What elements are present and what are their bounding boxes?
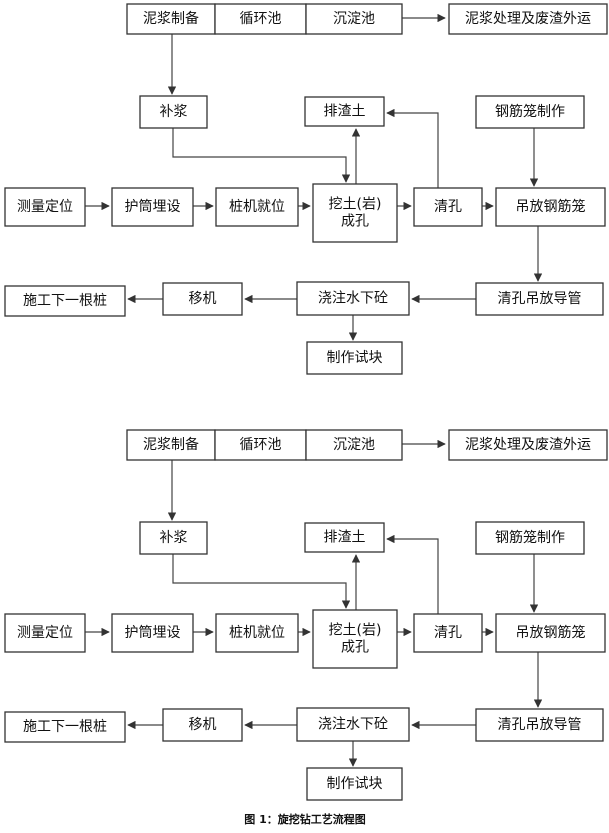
edge-cleaning-to-muck bbox=[386, 108, 439, 188]
hole-cleaning-box bbox=[413, 187, 483, 227]
rig-move-box bbox=[162, 282, 243, 316]
next-pile-label-copy: 施工下一根桩 bbox=[23, 718, 107, 735]
rig-move-label-copy: 移机 bbox=[189, 717, 217, 733]
settling-pool-label: 沉淀池 bbox=[333, 11, 375, 27]
hole-cleaning-label: 清孔 bbox=[434, 199, 462, 215]
mud-supplement-box-copy bbox=[139, 521, 208, 555]
cage-making-box bbox=[475, 95, 585, 129]
hole-cleaning-box-copy bbox=[413, 613, 483, 653]
survey-box bbox=[4, 187, 86, 227]
mud-disposal-box-copy bbox=[448, 429, 608, 461]
rig-position-label: 桩机就位 bbox=[229, 198, 285, 215]
mud-prep-label-copy: 泥浆制备 bbox=[143, 436, 199, 453]
cage-lifting-box-copy bbox=[495, 613, 606, 653]
rig-position-box bbox=[215, 187, 299, 227]
next-pile-box bbox=[4, 285, 126, 317]
drilling-box bbox=[312, 183, 398, 243]
muck-discharge-label: 排渣土 bbox=[324, 104, 366, 120]
drilling-label: 成孔 bbox=[341, 214, 369, 230]
concrete-pour-label-copy: 浇注水下砼 bbox=[318, 717, 388, 733]
casing-label: 护筒埋设 bbox=[125, 198, 181, 215]
drilling-label-copy: 挖土(岩) bbox=[329, 623, 382, 639]
settling-pool-label-copy: 沉淀池 bbox=[333, 437, 375, 453]
circulation-pool-label: 循环池 bbox=[240, 11, 282, 27]
rig-move-box-copy bbox=[162, 708, 243, 742]
concrete-pour-label: 浇注水下砼 bbox=[318, 291, 388, 307]
test-block-box bbox=[306, 341, 403, 375]
edge-cleaning-to-muck-copy bbox=[386, 534, 439, 614]
mud-supplement-label: 补浆 bbox=[160, 104, 188, 120]
mud-disposal-box bbox=[448, 3, 608, 35]
clean-conduit-label: 清孔吊放导管 bbox=[498, 291, 582, 307]
survey-box-copy bbox=[4, 613, 86, 653]
mud-disposal-label: 泥浆处理及废渣外运 bbox=[465, 11, 591, 27]
edge-supplement-to-drilling-copy bbox=[172, 554, 351, 609]
cage-making-box-copy bbox=[475, 521, 585, 555]
edge-supplement-to-drilling bbox=[172, 128, 351, 183]
next-pile-box-copy bbox=[4, 711, 126, 743]
mud-prep-label: 泥浆制备 bbox=[143, 10, 199, 27]
figure-caption: 图 1：旋挖钻工艺流程图 bbox=[244, 812, 365, 826]
drilling-box-copy bbox=[312, 609, 398, 669]
settling-pool-box bbox=[305, 3, 403, 35]
rig-position-box-copy bbox=[215, 613, 299, 653]
mud-disposal-label-copy: 泥浆处理及废渣外运 bbox=[465, 437, 591, 453]
mud-supplement-box bbox=[139, 95, 208, 129]
concrete-pour-box-copy bbox=[296, 707, 410, 742]
clean-conduit-box bbox=[475, 282, 604, 316]
circulation-pool-label-copy: 循环池 bbox=[240, 437, 282, 453]
next-pile-label: 施工下一根桩 bbox=[23, 292, 107, 309]
clean-conduit-box-copy bbox=[475, 708, 604, 742]
settling-pool-box-copy bbox=[305, 429, 403, 461]
survey-label: 测量定位 bbox=[17, 199, 73, 215]
test-block-label-copy: 制作试块 bbox=[327, 776, 383, 792]
casing-box-copy bbox=[111, 613, 194, 653]
drilling-label-copy: 成孔 bbox=[341, 640, 369, 656]
survey-label-copy: 测量定位 bbox=[17, 625, 73, 641]
cage-lifting-label-copy: 吊放钢筋笼 bbox=[516, 624, 586, 641]
cage-lifting-box bbox=[495, 187, 606, 227]
clean-conduit-label-copy: 清孔吊放导管 bbox=[498, 717, 582, 733]
test-block-label: 制作试块 bbox=[327, 350, 383, 366]
cage-lifting-label: 吊放钢筋笼 bbox=[516, 198, 586, 215]
cage-making-label-copy: 钢筋笼制作 bbox=[495, 529, 565, 546]
rig-position-label-copy: 桩机就位 bbox=[229, 624, 285, 641]
circulation-pool-box-copy bbox=[214, 429, 307, 461]
rig-move-label: 移机 bbox=[189, 291, 217, 307]
cage-making-label: 钢筋笼制作 bbox=[495, 103, 565, 120]
drilling-label: 挖土(岩) bbox=[329, 197, 382, 213]
mud-supplement-label-copy: 补浆 bbox=[160, 530, 188, 546]
test-block-box-copy bbox=[306, 767, 403, 801]
casing-label-copy: 护筒埋设 bbox=[125, 624, 181, 641]
muck-discharge-box bbox=[304, 96, 385, 127]
concrete-pour-box bbox=[296, 281, 410, 316]
hole-cleaning-label-copy: 清孔 bbox=[434, 625, 462, 641]
muck-discharge-box-copy bbox=[304, 522, 385, 553]
muck-discharge-label-copy: 排渣土 bbox=[324, 530, 366, 546]
casing-box bbox=[111, 187, 194, 227]
